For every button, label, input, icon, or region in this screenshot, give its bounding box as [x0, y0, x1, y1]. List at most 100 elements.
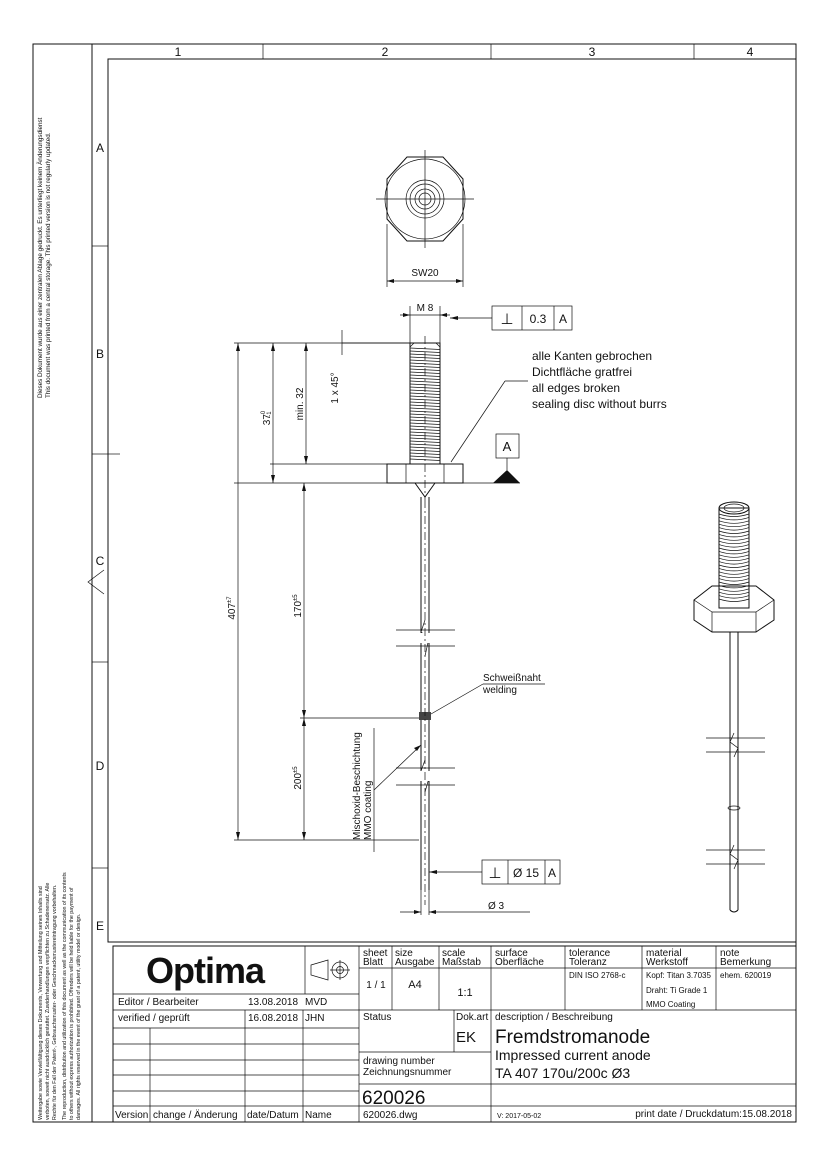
surface-header-de: Oberfläche: [495, 957, 544, 968]
title-block: [112, 945, 797, 1123]
scale-header-de: Maßstab: [442, 957, 481, 968]
coating-label-en: MMO coating: [363, 781, 374, 840]
thread-line: [409, 446, 441, 449]
svg-text:A: A: [559, 312, 567, 326]
note-line-2: Dichtfläche gratfrei: [532, 365, 632, 379]
note-line-4: sealing disc without burrs: [532, 397, 667, 411]
verified-name: JHN: [305, 1013, 324, 1024]
dokart-value: EK: [456, 1029, 476, 1046]
material-header-de: Werkstoff: [646, 957, 688, 968]
iso-thread-line: [718, 523, 750, 528]
drawing-number: 620026: [362, 1088, 425, 1109]
iso-thread-line: [718, 551, 750, 555]
material-header: material: [646, 948, 682, 959]
thread-line: [409, 350, 441, 353]
side-view-anode: [386, 336, 464, 905]
size-header-de: Ausgabe: [395, 957, 435, 968]
coating-label-de: Mischoxid-Beschichtung: [352, 732, 363, 840]
iso-thread-line: [718, 544, 750, 548]
rev-header-change: change / Änderung: [153, 1109, 238, 1121]
note-header: note: [720, 948, 740, 959]
iso-thread-line: [718, 534, 750, 538]
copyright-en-3: damages. All rights reserved in the even…: [76, 914, 82, 1120]
tolerance-header-de: Toleranz: [569, 957, 607, 968]
side-notice-en: This document was printed from a central…: [45, 132, 52, 398]
row-label-b: B: [96, 347, 104, 361]
drawing-number-label-de: Zeichnungsnummer: [363, 1067, 452, 1078]
top-view-hex: SW20: [376, 150, 474, 287]
break-mark-2: [396, 759, 455, 793]
datum-a: A: [463, 433, 520, 484]
description-label: description / Beschreibung: [495, 1012, 613, 1023]
material-value-3: MMO Coating: [646, 1000, 695, 1009]
thread-line: [409, 413, 441, 416]
projection-mark: [87, 569, 105, 595]
editor-name: MVD: [305, 997, 327, 1008]
drawing-title: Fremdstromanode: [495, 1027, 650, 1048]
weld-label-en: welding: [482, 685, 517, 696]
iso-thread-line: [718, 581, 750, 585]
iso-thread-line: [718, 537, 750, 541]
svg-text:Ø 15: Ø 15: [513, 866, 539, 880]
copyright-de-1: Weitergabe sowie Vervielfältigung dieses…: [38, 886, 44, 1120]
iso-thread-line: [718, 554, 750, 558]
iso-thread-line: [718, 520, 750, 524]
dim-dia3: Ø 3: [488, 901, 505, 912]
thread-line: [409, 359, 441, 362]
column-label-3: 3: [589, 45, 596, 59]
iso-thread-line: [718, 561, 750, 565]
copyright-en-1: The reproduction, distribution and utili…: [62, 872, 68, 1120]
thread-line: [409, 398, 441, 401]
thread-line: [409, 377, 441, 380]
editor-label: Editor / Bearbeiter: [118, 997, 199, 1008]
column-label-4: 4: [747, 45, 754, 59]
rev-header-name: Name: [305, 1110, 332, 1121]
note-line-1: alle Kanten gebrochen: [532, 349, 652, 363]
surface-header: surface: [495, 948, 528, 959]
dim-chamfer: 1 x 45°: [330, 372, 341, 403]
thread-line: [409, 407, 441, 410]
iso-thread-line: [718, 530, 750, 534]
material-value-1: Kopf: Titan 3.7035: [646, 971, 711, 980]
dim-min32: min. 32: [295, 387, 306, 420]
verified-date: 16.08.2018: [248, 1013, 298, 1024]
column-label-1: 1: [175, 45, 182, 59]
note-value: ehem. 620019: [720, 971, 772, 980]
file-name: 620026.dwg: [363, 1110, 418, 1121]
row-label-d: D: [96, 759, 105, 773]
thread-line: [409, 440, 441, 443]
iso-thread-line: [718, 578, 750, 582]
tolerance-frame-2: ⊥ Ø 15 A: [481, 859, 561, 885]
row-label-c: C: [96, 554, 105, 568]
tolerance-frame-1: ⊥ 0.3 A: [491, 305, 573, 331]
drawing-spec: TA 407 170u/200c Ø3: [495, 1065, 630, 1081]
iso-thread-line: [718, 595, 750, 599]
note-line-3: all edges broken: [532, 381, 620, 395]
tolerance-header: tolerance: [569, 948, 611, 959]
row-label-e: E: [96, 919, 104, 933]
thread-line: [409, 455, 441, 458]
thread-line: [409, 365, 441, 368]
print-date: print date / Druckdatum:15.08.2018: [635, 1109, 792, 1120]
left-notice: Dieses Dokument wurde aus einer zentrale…: [36, 117, 82, 1120]
weld-label-de: Schweißnaht: [483, 673, 541, 684]
note-header-de: Bemerkung: [720, 957, 771, 968]
version-label: V: 2017-05-02: [497, 1113, 541, 1120]
scale-header: scale: [442, 948, 466, 959]
iso-thread-line: [718, 571, 750, 575]
material-value-2: Draht: Ti Grade 1: [646, 986, 708, 995]
svg-text:0.3: 0.3: [530, 312, 547, 326]
rev-header-date: date/Datum: [247, 1110, 299, 1121]
iso-thread-line: [718, 527, 750, 531]
thread-line: [409, 392, 441, 395]
iso-thread-line: [718, 598, 750, 602]
iso-thread-line: [718, 557, 750, 562]
projection-symbol-icon: [310, 959, 350, 981]
drawing-title-en: Impressed current anode: [495, 1047, 651, 1063]
copyright-en-2: to others without express authorization …: [69, 887, 75, 1120]
thread-line: [409, 425, 441, 428]
sheet-value: 1 / 1: [366, 980, 386, 991]
verified-label: verified / geprüft: [118, 1013, 190, 1024]
iso-thread-line: [718, 568, 750, 572]
